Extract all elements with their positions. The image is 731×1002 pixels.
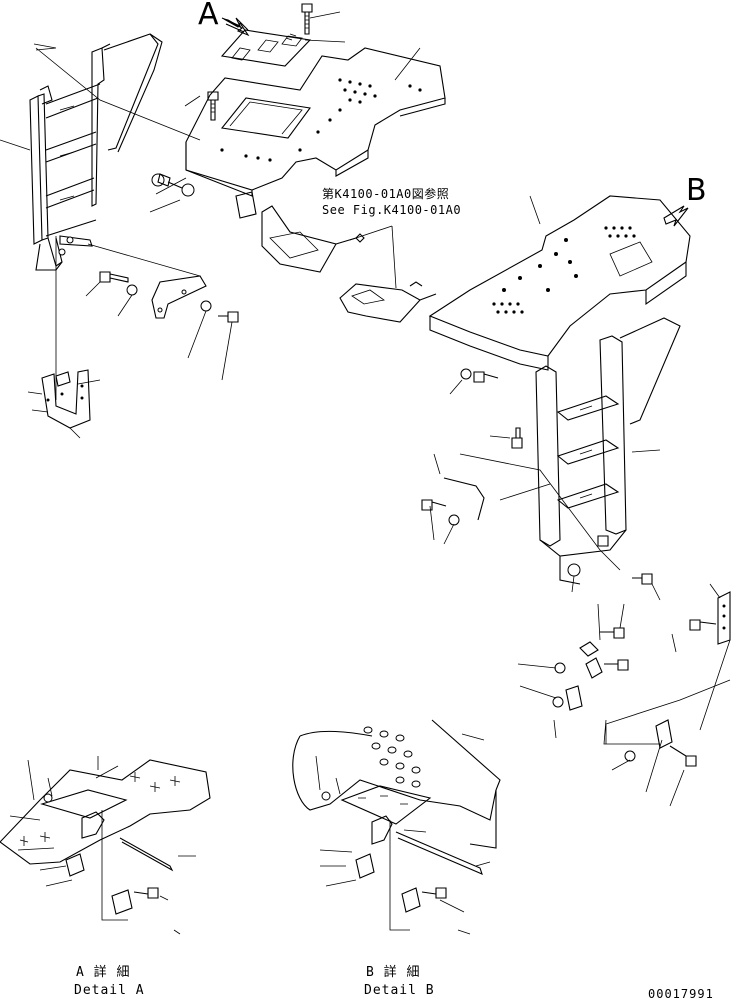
detail-a-drawing bbox=[0, 756, 211, 935]
view-a-label: A bbox=[198, 0, 219, 32]
view-b-arrow bbox=[663, 205, 689, 227]
view-a-arrow bbox=[221, 17, 250, 37]
ladder-left bbox=[0, 33, 201, 400]
detail-a-title-en: Detail A bbox=[74, 983, 145, 998]
detail-a-title-jp: A 詳 細 bbox=[76, 965, 131, 980]
reference-note-en: See Fig.K4100-01A0 bbox=[322, 203, 462, 217]
floor-plate-left bbox=[149, 3, 446, 273]
floor-plate-right bbox=[339, 195, 691, 371]
step-bracket-left bbox=[85, 243, 239, 381]
reference-note-jp: 第K4100-01A0図参照 bbox=[322, 187, 450, 201]
ladder-right bbox=[421, 317, 681, 601]
detail-b-title-en: Detail B bbox=[364, 983, 435, 998]
view-b-label: B bbox=[686, 173, 707, 208]
bracket-cluster-right bbox=[517, 583, 731, 807]
drawing-number: 00017991 bbox=[648, 987, 714, 1001]
detail-b-drawing bbox=[292, 719, 501, 935]
detail-b-title-jp: B 詳 細 bbox=[366, 965, 421, 980]
mount-bracket-left bbox=[27, 369, 101, 439]
